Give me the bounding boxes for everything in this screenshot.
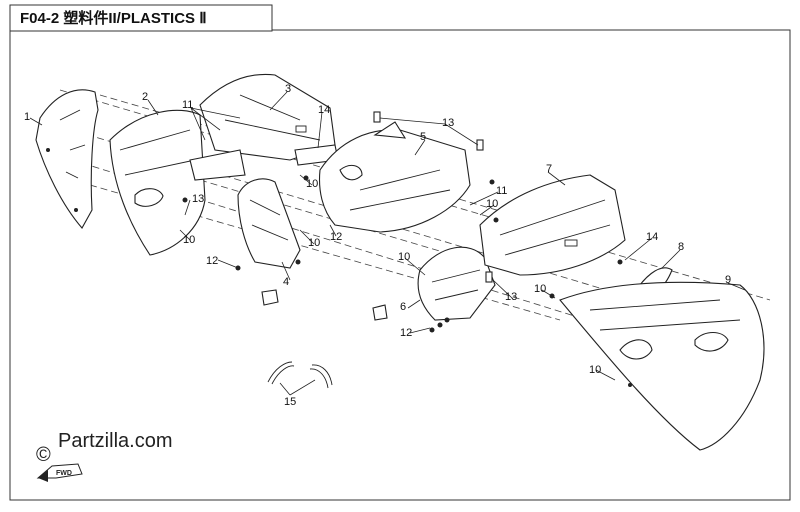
callout-7: 7 xyxy=(546,163,552,175)
callout-3: 3 xyxy=(285,83,291,95)
diagram-frame xyxy=(9,29,791,501)
callout-12a: 12 xyxy=(206,255,218,267)
callout-2: 2 xyxy=(142,91,148,103)
callout-13b: 13 xyxy=(442,117,454,129)
part-3-upper-side-cover[interactable] xyxy=(199,73,336,161)
callout-10c: 10 xyxy=(308,237,320,249)
callout-6: 6 xyxy=(400,301,406,313)
callout-10e: 10 xyxy=(486,198,498,210)
part-1-front-left-cowl[interactable] xyxy=(35,89,99,229)
part-6-inner-lower-cover[interactable] xyxy=(372,246,496,321)
callout-labels: 1 2 3 4 5 6 7 8 9 10 10 10 10 10 10 10 1… xyxy=(24,83,731,408)
callout-1: 1 xyxy=(24,111,30,123)
callout-13c: 13 xyxy=(505,291,517,303)
callout-14a: 14 xyxy=(318,104,330,116)
part-9-right-front-cowl[interactable] xyxy=(559,281,765,451)
callout-14b: 14 xyxy=(646,231,658,243)
fwd-direction-badge: FWD xyxy=(36,463,83,482)
title-box xyxy=(9,4,273,32)
diagram-title: F04-2 塑料件II/PLASTICS Ⅱ xyxy=(20,9,207,27)
callout-10a: 10 xyxy=(183,234,195,246)
watermark-copyright: © xyxy=(36,444,51,466)
callout-10f: 10 xyxy=(534,283,546,295)
callout-10b: 10 xyxy=(306,178,318,190)
callout-15: 15 xyxy=(284,396,296,408)
callout-12b: 12 xyxy=(330,231,342,243)
part-7-right-upper-panel[interactable] xyxy=(479,174,626,276)
part-left-side-fairing[interactable] xyxy=(109,109,206,256)
part-15-trim-strips[interactable] xyxy=(267,361,333,389)
callout-5: 5 xyxy=(420,131,426,143)
callout-9: 9 xyxy=(725,274,731,286)
callout-12c: 12 xyxy=(400,327,412,339)
callout-11a: 11 xyxy=(182,99,193,111)
leader-lines xyxy=(29,91,746,396)
callout-11b: 11 xyxy=(496,185,507,197)
watermark-text: Partzilla.com xyxy=(58,430,172,452)
callout-10d: 10 xyxy=(398,251,410,263)
arrow-left-icon xyxy=(38,470,48,482)
callout-8: 8 xyxy=(678,241,684,253)
part-5-center-panel[interactable] xyxy=(318,121,471,233)
fwd-label: FWD xyxy=(56,470,72,477)
part-4-inner-bracket[interactable] xyxy=(237,178,301,306)
callout-13a: 13 xyxy=(192,193,204,205)
callout-10g: 10 xyxy=(589,364,601,376)
callout-4: 4 xyxy=(283,276,289,288)
